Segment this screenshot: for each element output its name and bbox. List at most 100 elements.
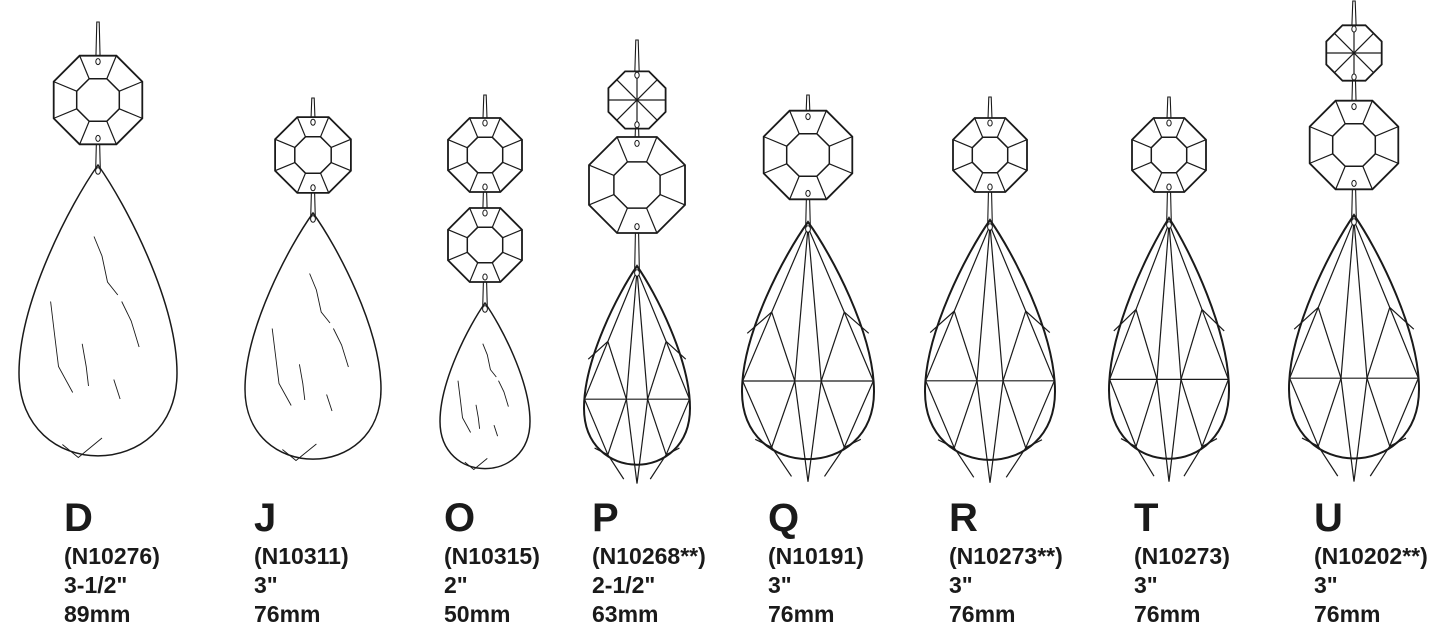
facet-line — [996, 172, 1006, 193]
bead-hole — [634, 121, 640, 129]
prism-letter: P — [592, 496, 619, 540]
prism-size-inch: 3-1/2" — [64, 572, 128, 598]
prism-label-u: U (N10202**) 3" 76mm — [1314, 496, 1443, 629]
prism-hole — [1351, 218, 1357, 226]
facet-line — [1335, 100, 1346, 124]
bead-hole — [482, 183, 488, 191]
prism-code: (N10276) — [64, 543, 160, 569]
prism-label-j: J (N10311) 3" 76mm — [254, 496, 454, 629]
sparkle-stroke — [309, 273, 331, 324]
facet-line — [1168, 379, 1182, 482]
facet-line — [989, 225, 1027, 312]
facet-line — [925, 310, 955, 382]
prism-size-inch: 3" — [1134, 572, 1158, 598]
facet-line — [469, 117, 479, 138]
sparkle-stroke — [482, 343, 497, 378]
facet-line — [447, 139, 468, 149]
facet-line — [1362, 100, 1373, 124]
facet-line — [1317, 307, 1342, 379]
facet-line — [645, 136, 658, 163]
facet-line — [647, 399, 667, 455]
facet-line — [929, 310, 955, 334]
facet-line — [447, 229, 468, 239]
facet-line — [1005, 447, 1027, 478]
facet-line — [1317, 220, 1355, 308]
facet-line — [1153, 172, 1163, 193]
facet-line — [816, 110, 827, 134]
facet-line — [952, 161, 973, 171]
facet-line — [659, 193, 686, 206]
facet-line — [1168, 223, 1203, 310]
facet-line — [1135, 309, 1158, 380]
prism-label-t: T (N10273) 3" 76mm — [1134, 496, 1334, 629]
bead-hole — [95, 134, 101, 142]
facet-line — [119, 108, 143, 119]
facet-line — [469, 172, 479, 193]
star-facet-line — [1334, 33, 1374, 73]
bead-hole — [310, 184, 316, 192]
prism-size-mm: 76mm — [1134, 601, 1201, 627]
facet-line — [1025, 380, 1055, 449]
prism-letter: R — [949, 496, 978, 540]
facet-line — [502, 161, 523, 171]
sparkle-stroke — [121, 301, 140, 348]
prism-size-mm: 76mm — [1314, 601, 1381, 627]
facet-line — [587, 341, 609, 360]
bead-hole — [482, 209, 488, 217]
facet-line — [1289, 377, 1319, 447]
facet-line — [1025, 439, 1043, 449]
facet-line — [491, 262, 501, 283]
facet-line — [843, 311, 874, 382]
faceted-teardrop-prism — [582, 264, 692, 466]
facet-line — [274, 138, 296, 149]
sparkle-stroke — [493, 424, 499, 437]
prism-letter: U — [1314, 496, 1343, 540]
teardrop-prism — [244, 211, 382, 460]
prism-label-d: D (N10276) 3-1/2" 89mm — [64, 496, 264, 629]
octagon-bead — [52, 54, 144, 146]
prism-size-inch: 3" — [949, 572, 973, 598]
facet-line — [502, 229, 523, 239]
octagon-bead — [447, 117, 523, 193]
facet-line — [1353, 220, 1391, 308]
prism-size-inch: 3" — [768, 572, 792, 598]
facet-line — [771, 446, 792, 477]
prism-u — [1287, 0, 1421, 482]
prism-hole — [95, 167, 101, 175]
facet-line — [829, 163, 853, 174]
facet-line — [665, 341, 687, 360]
facet-line — [1186, 161, 1207, 171]
facet-line — [469, 207, 479, 228]
faceted-teardrop-prism — [740, 220, 876, 461]
sparkle-stroke — [113, 379, 121, 400]
facet-line — [976, 225, 991, 381]
facet-line — [952, 139, 973, 149]
facet-line — [1353, 378, 1368, 482]
sparkle-stroke — [457, 380, 471, 433]
facet-line — [1317, 378, 1342, 447]
bead-hole — [1351, 25, 1357, 33]
facet-line — [953, 447, 975, 478]
prism-size-mm: 76mm — [949, 601, 1016, 627]
sparkle-stroke — [475, 404, 481, 429]
facet-line — [616, 207, 629, 234]
bead-hole — [95, 58, 101, 66]
facet-line — [771, 311, 796, 382]
facet-line — [794, 380, 809, 482]
prism-code: (N10273) — [1134, 543, 1230, 569]
octagon-bead — [762, 109, 854, 201]
prism-size-inch: 3" — [1314, 572, 1338, 598]
facet-line — [447, 251, 468, 261]
facet-line — [79, 55, 90, 79]
facet-line — [1153, 117, 1163, 138]
sparkle-stroke — [271, 328, 292, 406]
facet-line — [491, 207, 501, 228]
prism-letter: O — [444, 496, 476, 540]
facet-line — [636, 270, 667, 342]
prism-label-o: O (N10315) 2" 50mm — [444, 496, 644, 629]
bead-hole — [1166, 183, 1172, 191]
prism-label-p: P (N10268**) 2-1/2" 63mm — [592, 496, 792, 629]
facet-line — [1201, 438, 1218, 448]
facet-line — [1025, 310, 1055, 382]
prism-letter: D — [64, 496, 93, 540]
